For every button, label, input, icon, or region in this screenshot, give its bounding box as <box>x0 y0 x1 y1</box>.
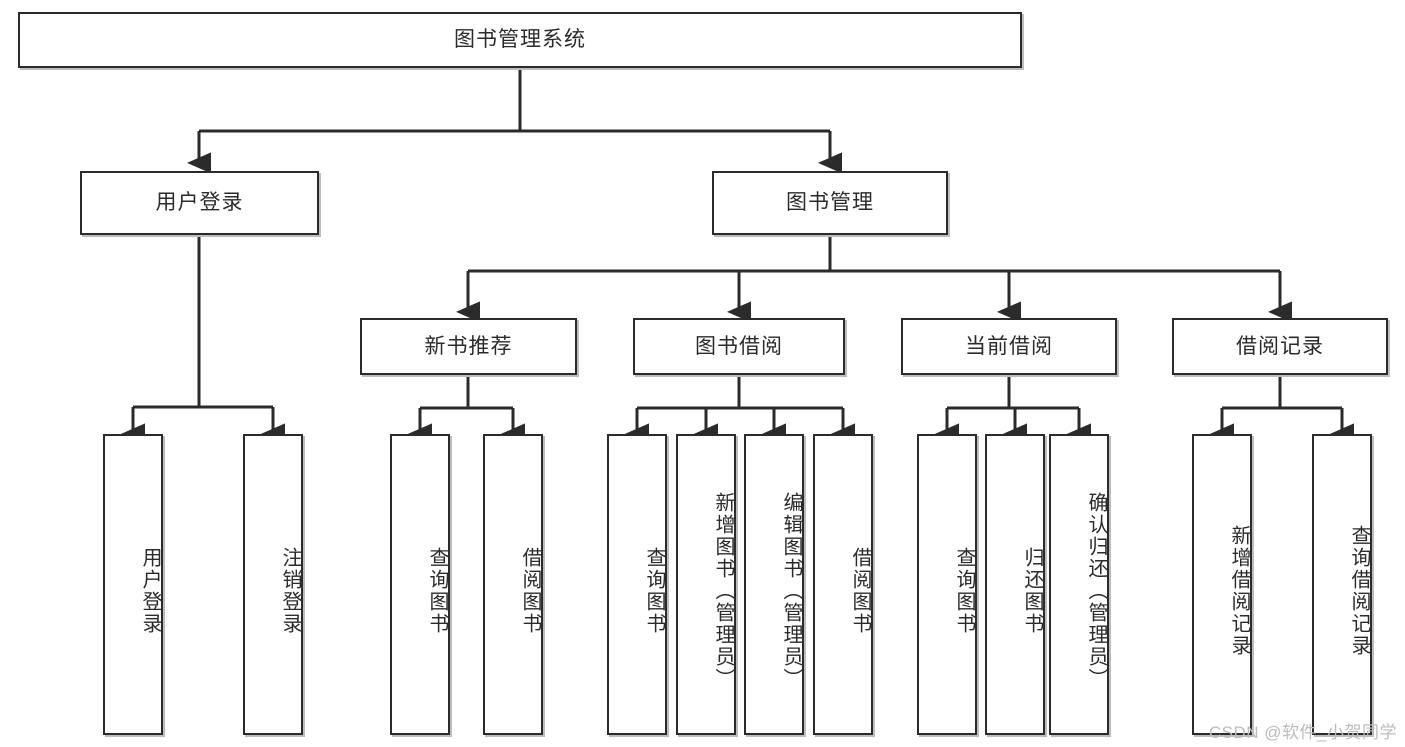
leaf-query-borrow-record[interactable]: 查询借阅记录 <box>1312 434 1372 735</box>
leaf-edit-book-admin[interactable]: 编辑图书（管理员） <box>744 434 804 735</box>
leaf-query-book-recommend[interactable]: 查询图书 <box>390 434 450 735</box>
node-label: 查询图书 <box>953 546 975 635</box>
node-user-login[interactable]: 用户登录 <box>80 171 319 235</box>
leaf-add-borrow-record[interactable]: 新增借阅记录 <box>1192 434 1252 735</box>
node-label: 注销登录 <box>279 546 301 635</box>
leaf-borrow-book[interactable]: 借阅图书 <box>813 434 873 735</box>
node-label: 图书管理系统 <box>454 28 586 52</box>
node-borrow-record[interactable]: 借阅记录 <box>1172 318 1388 375</box>
node-label: 图书借阅 <box>695 334 783 358</box>
node-book-management[interactable]: 图书管理 <box>712 171 948 235</box>
watermark: CSDN @软件_小贺同学 <box>1208 723 1397 742</box>
node-label: 查询借阅记录 <box>1348 524 1370 657</box>
node-label: 归还图书 <box>1021 546 1043 635</box>
leaf-user-login[interactable]: 用户登录 <box>103 434 163 735</box>
node-label: 编辑图书（管理员） <box>780 491 802 690</box>
node-label: 用户登录 <box>155 191 244 215</box>
node-label: 新增借阅记录 <box>1228 524 1250 657</box>
node-label: 借阅图书 <box>849 546 871 635</box>
node-label: 图书管理 <box>786 191 874 215</box>
node-label: 当前借阅 <box>965 334 1053 358</box>
leaf-query-book-current[interactable]: 查询图书 <box>917 434 977 735</box>
node-label: 借阅图书 <box>519 546 541 635</box>
node-label: 借阅记录 <box>1236 334 1324 358</box>
node-new-book-recommend[interactable]: 新书推荐 <box>360 318 577 375</box>
node-book-borrow[interactable]: 图书借阅 <box>633 318 845 375</box>
node-label: 新增图书（管理员） <box>712 491 734 690</box>
node-label: 用户登录 <box>139 546 161 635</box>
node-root-book-management-system[interactable]: 图书管理系统 <box>18 12 1022 68</box>
node-label: 查询图书 <box>426 546 448 635</box>
leaf-query-book-borrow[interactable]: 查询图书 <box>607 434 667 735</box>
leaf-borrow-book-recommend[interactable]: 借阅图书 <box>483 434 543 735</box>
leaf-return-book[interactable]: 归还图书 <box>985 434 1045 735</box>
leaf-logout[interactable]: 注销登录 <box>243 434 303 735</box>
leaf-add-book-admin[interactable]: 新增图书（管理员） <box>676 434 736 735</box>
node-label: 新书推荐 <box>424 334 513 358</box>
node-current-borrow[interactable]: 当前借阅 <box>901 318 1117 375</box>
node-label: 确认归还（管理员） <box>1085 491 1107 690</box>
leaf-confirm-return-admin[interactable]: 确认归还（管理员） <box>1049 434 1109 735</box>
node-label: 查询图书 <box>643 546 665 635</box>
